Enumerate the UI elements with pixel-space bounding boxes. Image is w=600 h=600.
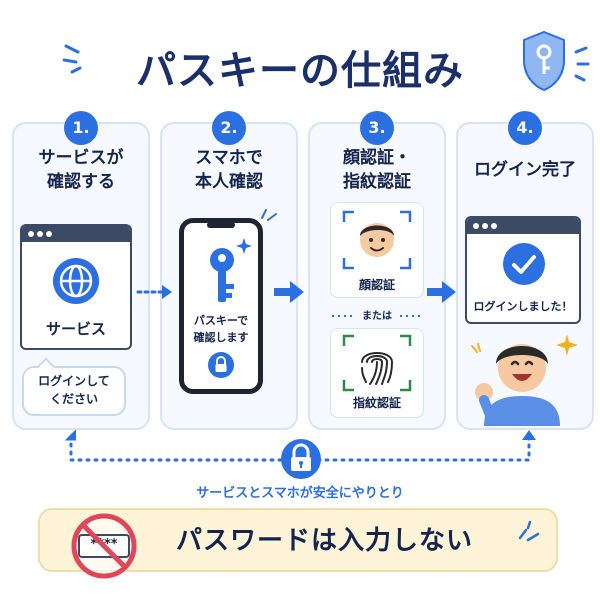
no-password-sign: **** xyxy=(70,512,138,580)
sparkle-lines-icon xyxy=(471,343,481,353)
lock-icon xyxy=(208,352,234,378)
login-prompt: ログインして ください xyxy=(38,374,110,406)
sparkle-icon xyxy=(62,44,82,74)
step-number-badge: 4. xyxy=(508,111,542,145)
no-password-text: パスワードは入力しない xyxy=(176,526,474,556)
step-number-badge: 1. xyxy=(64,111,98,145)
step-number-badge: 2. xyxy=(212,111,246,145)
face-auth-label: 顔認証 xyxy=(358,278,395,292)
sparkle-lines-icon xyxy=(518,520,540,542)
shield-key-icon xyxy=(523,30,565,92)
fingerprint-auth-label: 指紋認証 xyxy=(352,396,401,410)
phone-message: パスキーで 確認します xyxy=(193,314,249,344)
step-number-badge: 3. xyxy=(360,111,394,145)
sparkle-lines-icon xyxy=(261,209,277,221)
or-label: または xyxy=(362,311,392,322)
face-scan-icon xyxy=(342,210,412,270)
happy-person-icon xyxy=(475,344,560,426)
step-title: 顔認証・ 指紋認証 xyxy=(343,148,411,192)
secure-connection-line xyxy=(64,429,536,462)
speech-bubble xyxy=(22,366,126,416)
service-label: サービス xyxy=(45,320,106,338)
globe-icon xyxy=(53,258,99,304)
phone-notch xyxy=(207,222,235,228)
connection-label: サービスとスマホが安全にやりとり xyxy=(196,486,404,501)
step-title: サービスが 確認する xyxy=(38,148,124,192)
step-title: ログイン完了 xyxy=(474,160,576,180)
browser-window xyxy=(465,216,581,324)
check-circle-icon xyxy=(503,243,545,285)
page-title: パスキーの仕組み xyxy=(136,48,464,94)
step-title: スマホで 本人確認 xyxy=(195,148,263,192)
fingerprint-icon xyxy=(342,334,412,392)
sparkle-icon xyxy=(574,46,590,82)
fingerprint-auth-panel xyxy=(330,328,424,418)
sparkle-icon xyxy=(236,238,252,254)
lock-icon xyxy=(281,439,321,479)
dotted-arrow-icon xyxy=(136,285,172,299)
arrow-right-icon xyxy=(427,281,456,303)
arrow-right-icon xyxy=(274,281,304,303)
login-success-message: ログインしました！ xyxy=(473,300,573,313)
key-icon xyxy=(210,248,234,302)
title-row: パスキーの仕組み xyxy=(0,34,600,94)
or-divider xyxy=(332,315,422,317)
sparkle-icon xyxy=(556,334,578,356)
prohibit-slash xyxy=(81,523,127,569)
